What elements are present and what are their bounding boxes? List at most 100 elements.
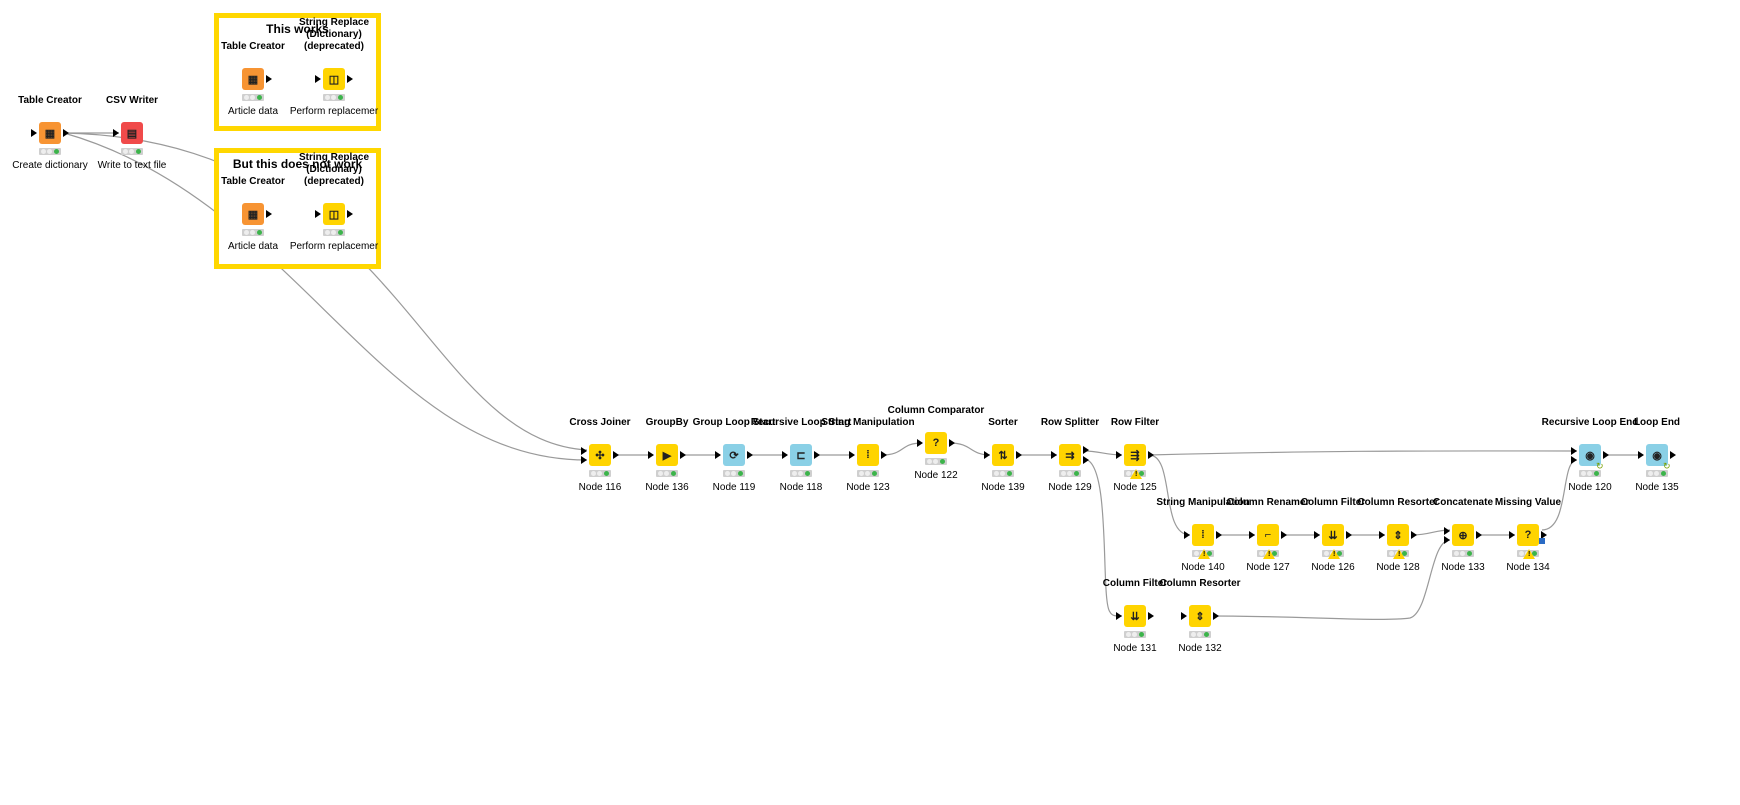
- input-port[interactable]: [581, 456, 587, 464]
- node-body[interactable]: ⁞: [1192, 524, 1214, 546]
- output-port[interactable]: [747, 451, 753, 459]
- node-body[interactable]: ?: [1517, 524, 1539, 546]
- input-port[interactable]: [849, 451, 855, 459]
- output-port[interactable]: [814, 451, 820, 459]
- node-label[interactable]: Node 136: [645, 482, 689, 493]
- output-port[interactable]: [1281, 531, 1287, 539]
- node-body[interactable]: ⁞: [857, 444, 879, 466]
- output-port[interactable]: [266, 75, 272, 83]
- output-port[interactable]: [1083, 456, 1089, 464]
- output-port[interactable]: [1476, 531, 1482, 539]
- node-body[interactable]: ▤: [121, 122, 143, 144]
- flow-variable-port[interactable]: [1539, 538, 1545, 544]
- node-label[interactable]: Node 119: [712, 482, 756, 493]
- node-body[interactable]: ⊕: [1452, 524, 1474, 546]
- node-label[interactable]: Node 122: [914, 470, 958, 481]
- output-port[interactable]: [1346, 531, 1352, 539]
- input-port[interactable]: [1116, 612, 1122, 620]
- node-body[interactable]: ◫: [323, 68, 345, 90]
- node-body[interactable]: ⇊: [1322, 524, 1344, 546]
- node-label[interactable]: Perform replacemer: [289, 106, 379, 117]
- output-port[interactable]: [1148, 451, 1154, 459]
- input-port[interactable]: [1444, 536, 1450, 544]
- node-label[interactable]: Article data: [227, 241, 279, 252]
- node-label[interactable]: Node 131: [1113, 643, 1157, 654]
- node-label[interactable]: Perform replacemer: [289, 241, 379, 252]
- input-port[interactable]: [113, 129, 119, 137]
- node-label[interactable]: Node 129: [1048, 482, 1092, 493]
- input-port[interactable]: [31, 129, 37, 137]
- node-label[interactable]: Node 128: [1376, 562, 1420, 573]
- node-label[interactable]: Node 134: [1506, 562, 1550, 573]
- output-port[interactable]: [1541, 531, 1547, 539]
- output-port[interactable]: [266, 210, 272, 218]
- node-label[interactable]: Node 133: [1441, 562, 1485, 573]
- node-body[interactable]: ✣: [589, 444, 611, 466]
- output-port[interactable]: [881, 451, 887, 459]
- output-port[interactable]: [63, 129, 69, 137]
- node-body[interactable]: ◉: [1579, 444, 1601, 466]
- input-port[interactable]: [1181, 612, 1187, 620]
- node-body[interactable]: ⇕: [1189, 605, 1211, 627]
- input-port[interactable]: [1184, 531, 1190, 539]
- input-port[interactable]: [1638, 451, 1644, 459]
- node-label[interactable]: Node 132: [1178, 643, 1222, 654]
- node-label[interactable]: Node 118: [779, 482, 823, 493]
- node-body[interactable]: ?: [925, 432, 947, 454]
- output-port[interactable]: [1670, 451, 1676, 459]
- node-body[interactable]: ▦: [242, 203, 264, 225]
- input-port[interactable]: [1571, 447, 1577, 455]
- node-label[interactable]: Write to text file: [97, 160, 167, 171]
- node-label[interactable]: Create dictionary: [12, 160, 88, 171]
- node-body[interactable]: ▦: [242, 68, 264, 90]
- input-port[interactable]: [648, 451, 654, 459]
- node-body[interactable]: ⊏: [790, 444, 812, 466]
- output-port[interactable]: [1216, 531, 1222, 539]
- node-label[interactable]: Node 139: [981, 482, 1025, 493]
- node-label[interactable]: Node 116: [578, 482, 622, 493]
- input-port[interactable]: [1379, 531, 1385, 539]
- output-port[interactable]: [1083, 446, 1089, 454]
- node-label[interactable]: Node 140: [1181, 562, 1225, 573]
- node-body[interactable]: ◉: [1646, 444, 1668, 466]
- input-port[interactable]: [715, 451, 721, 459]
- output-port[interactable]: [347, 210, 353, 218]
- node-label[interactable]: Node 120: [1568, 482, 1612, 493]
- node-label[interactable]: Node 123: [846, 482, 890, 493]
- node-body[interactable]: ⇉: [1059, 444, 1081, 466]
- node-body[interactable]: ⇅: [992, 444, 1014, 466]
- input-port[interactable]: [1509, 531, 1515, 539]
- input-port[interactable]: [1116, 451, 1122, 459]
- input-port[interactable]: [782, 451, 788, 459]
- input-port[interactable]: [1314, 531, 1320, 539]
- output-port[interactable]: [1213, 612, 1219, 620]
- output-port[interactable]: [1411, 531, 1417, 539]
- output-port[interactable]: [613, 451, 619, 459]
- node-body[interactable]: ▶: [656, 444, 678, 466]
- input-port[interactable]: [581, 447, 587, 455]
- node-body[interactable]: ⟳: [723, 444, 745, 466]
- node-body[interactable]: ⇕: [1387, 524, 1409, 546]
- node-body[interactable]: ⇊: [1124, 605, 1146, 627]
- input-port[interactable]: [315, 210, 321, 218]
- input-port[interactable]: [1571, 456, 1577, 464]
- output-port[interactable]: [1148, 612, 1154, 620]
- output-port[interactable]: [949, 439, 955, 447]
- node-label[interactable]: Node 127: [1246, 562, 1290, 573]
- node-label[interactable]: Article data: [227, 106, 279, 117]
- output-port[interactable]: [1603, 451, 1609, 459]
- input-port[interactable]: [1444, 527, 1450, 535]
- annotation-this-works[interactable]: This works: [214, 13, 381, 131]
- annotation-does-not-work[interactable]: But this does not work: [214, 148, 381, 269]
- input-port[interactable]: [1051, 451, 1057, 459]
- output-port[interactable]: [1016, 451, 1022, 459]
- node-label[interactable]: Node 125: [1113, 482, 1157, 493]
- input-port[interactable]: [984, 451, 990, 459]
- input-port[interactable]: [315, 75, 321, 83]
- node-body[interactable]: ⌐: [1257, 524, 1279, 546]
- node-label[interactable]: Node 135: [1635, 482, 1679, 493]
- node-body[interactable]: ⇶: [1124, 444, 1146, 466]
- input-port[interactable]: [1249, 531, 1255, 539]
- node-label[interactable]: Node 126: [1311, 562, 1355, 573]
- node-body[interactable]: ◫: [323, 203, 345, 225]
